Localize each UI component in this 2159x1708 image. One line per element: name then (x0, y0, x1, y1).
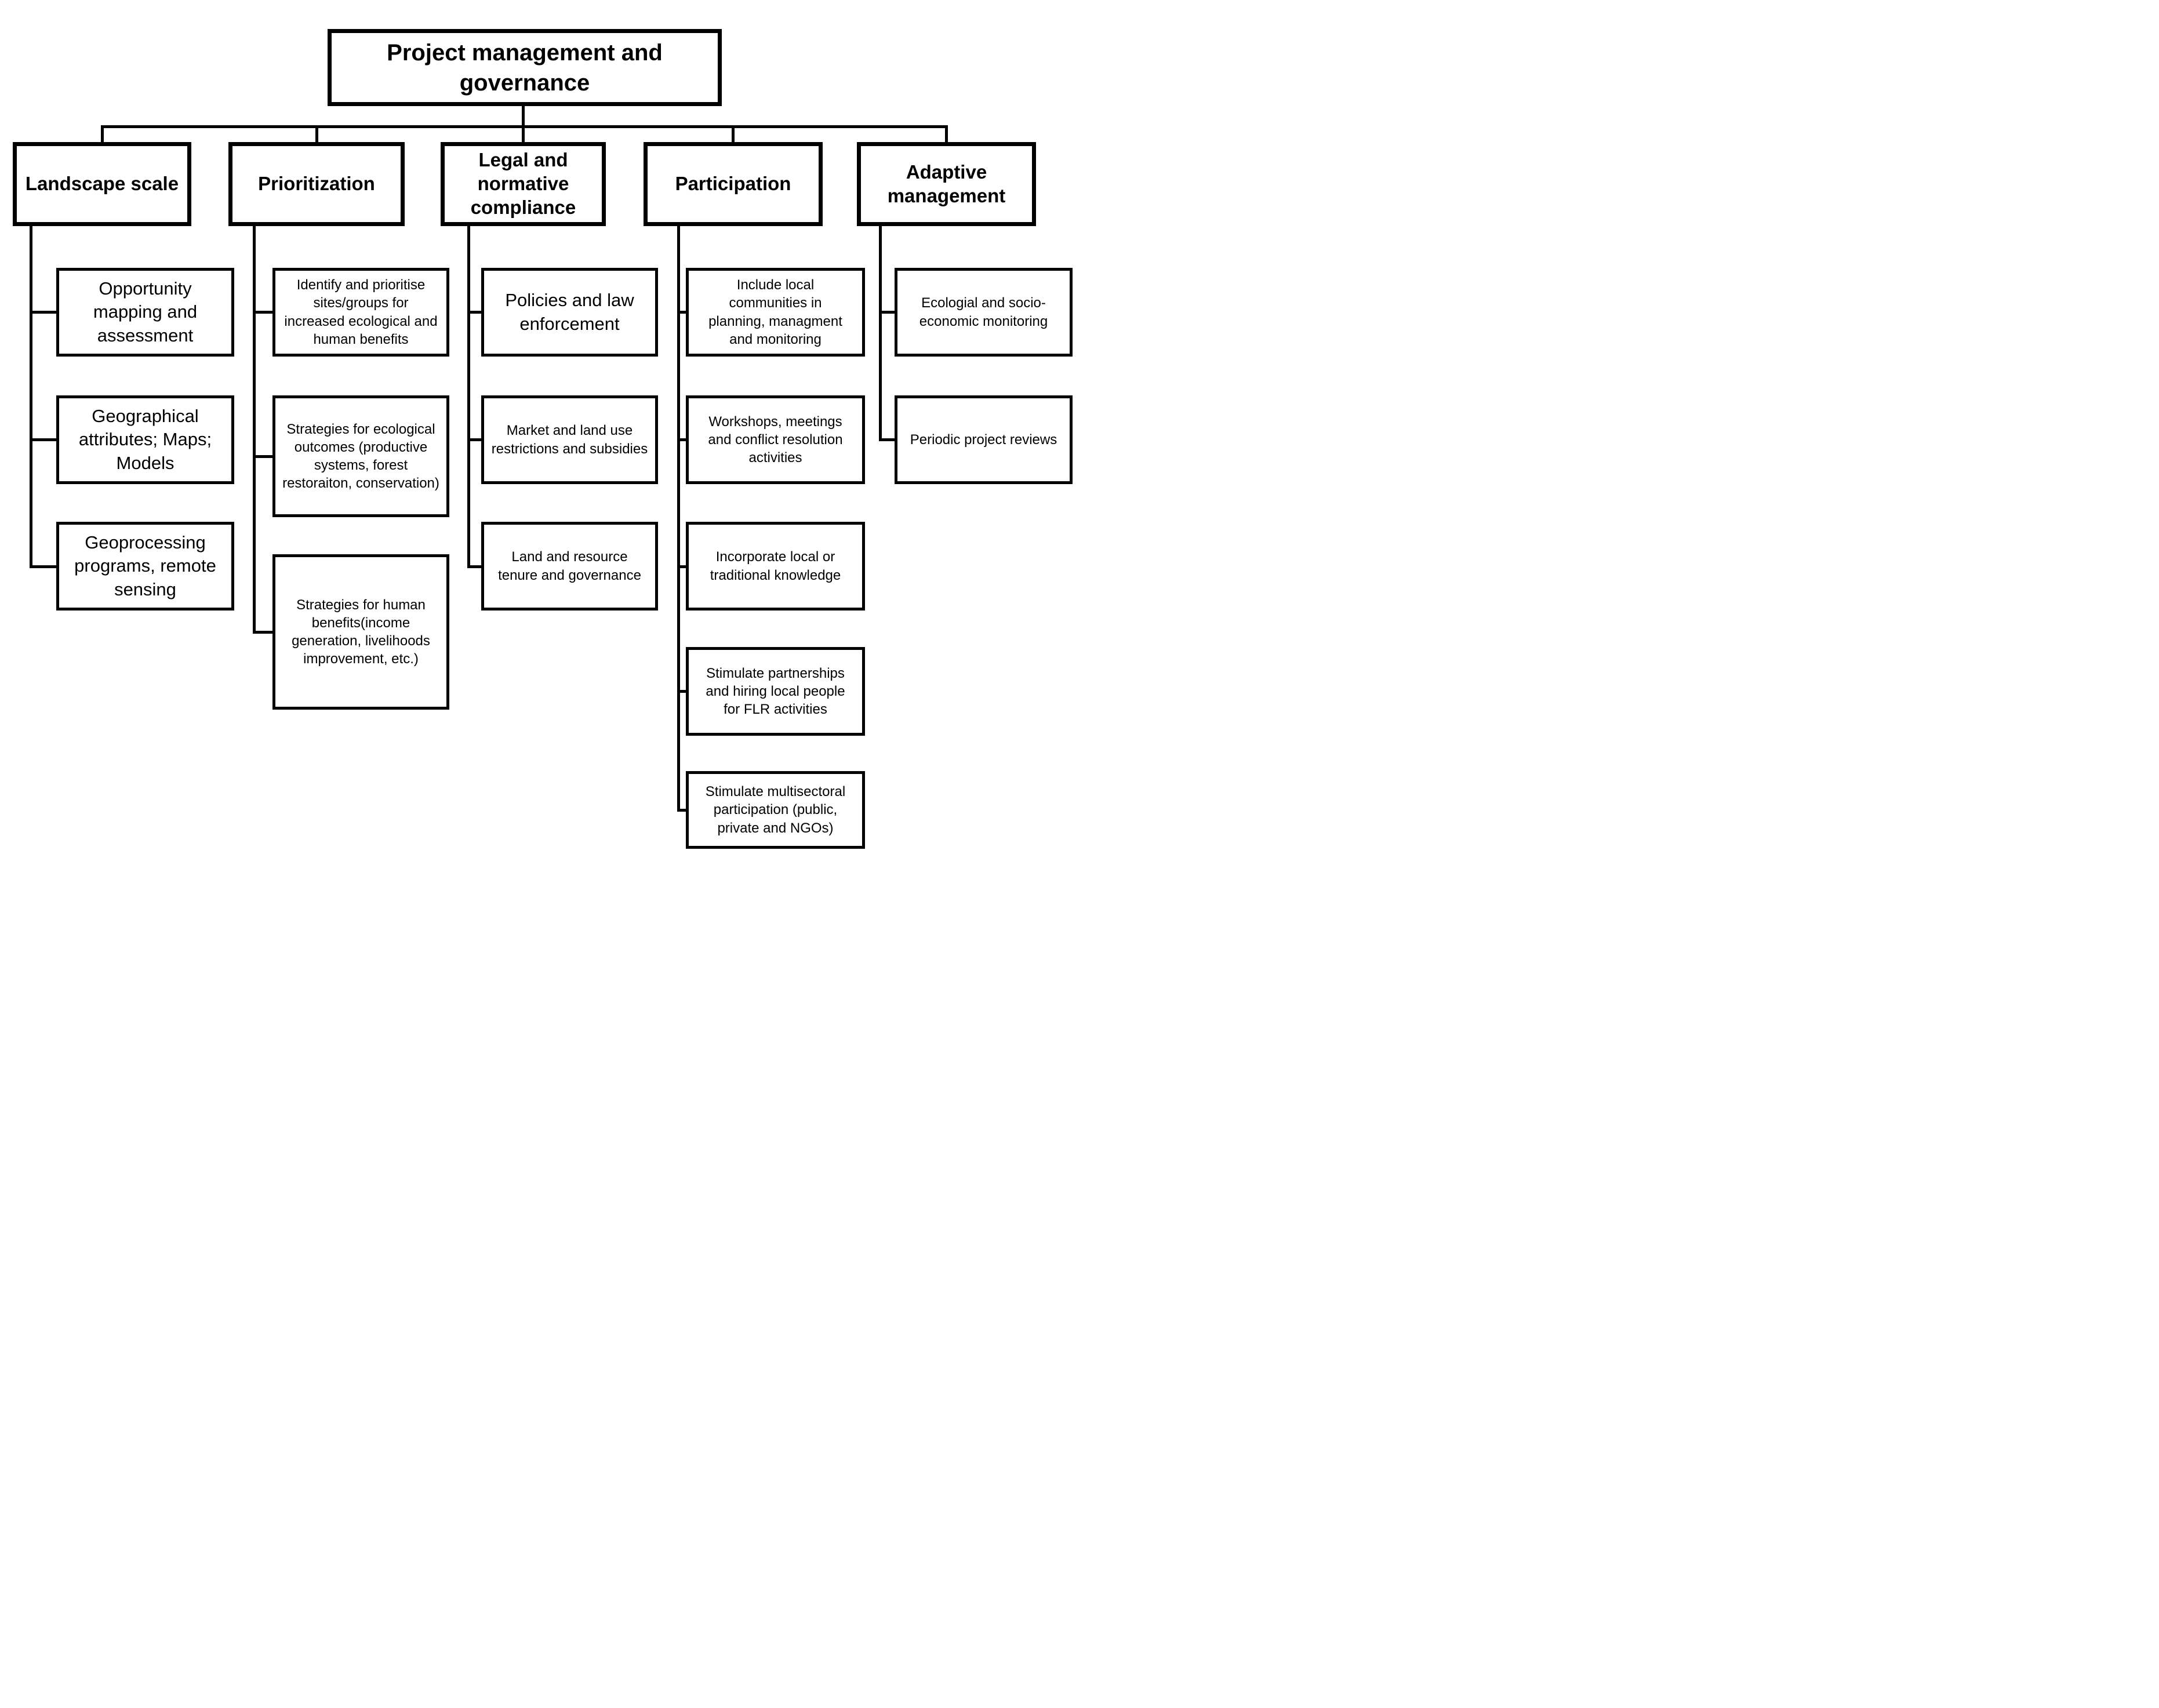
node-incorporate-local-traditional-knowledge: Incorporate local or traditional knowled… (686, 522, 865, 610)
connector-stub (253, 311, 272, 314)
node-opportunity-mapping-assessment: Opportunity mapping and assessment (56, 268, 234, 357)
node-stimulate-partnerships-hiring-local: Stimulate partnerships and hiring local … (686, 647, 865, 736)
connector-stub (253, 455, 272, 458)
node-strategies-human-benefits: Strategies for human benefits(income gen… (272, 554, 449, 710)
node-include-local-communities: Include local communities in planning, m… (686, 268, 865, 357)
branch-header-legal-normative-compliance: Legal and normative compliance (441, 142, 606, 226)
node-strategies-ecological-outcomes: Strategies for ecological outcomes (prod… (272, 395, 449, 517)
connector-stub (30, 438, 56, 441)
branch-header-adaptive-management: Adaptive management (857, 142, 1036, 226)
connector-header-stub (315, 125, 318, 143)
connector-col3-trunk (467, 225, 470, 568)
flowchart: Project management and governance Landsc… (0, 0, 1080, 854)
root-node-title: Project management and governance (328, 29, 722, 106)
connector-stub (879, 438, 895, 441)
connector-stub (677, 311, 686, 314)
connector-stub (677, 809, 686, 812)
node-land-resource-tenure-governance: Land and resource tenure and governance (481, 522, 658, 610)
connector-header-stub (101, 125, 104, 143)
connector-stub (253, 631, 272, 634)
connector-stub (677, 565, 686, 568)
node-ecological-socioeconomic-monitoring: Ecologial and socio-economic monitoring (895, 268, 1073, 357)
connector-col1-trunk (30, 225, 32, 568)
branch-header-landscape-scale: Landscape scale (13, 142, 191, 226)
node-geoprocessing-programs-remote-sensing: Geoprocessing programs, remote sensing (56, 522, 234, 610)
node-stimulate-multisectoral-participation: Stimulate multisectoral participation (p… (686, 771, 865, 849)
connector-title-trunk (522, 105, 525, 128)
connector-col2-trunk (253, 225, 256, 634)
connector-header-stub (945, 125, 948, 143)
connector-stub (467, 438, 481, 441)
node-identify-prioritise-sites: Identify and prioritise sites/groups for… (272, 268, 449, 357)
connector-stub (879, 311, 895, 314)
branch-header-prioritization: Prioritization (228, 142, 405, 226)
connector-col4-trunk (677, 225, 680, 812)
connector-stub (677, 690, 686, 693)
connector-stub (467, 311, 481, 314)
node-market-land-use-restrictions: Market and land use restrictions and sub… (481, 395, 658, 484)
connector-header-stub (732, 125, 735, 143)
connector-header-stub (522, 125, 525, 143)
connector-stub (30, 565, 56, 568)
connector-stub (30, 311, 56, 314)
connector-col5-trunk (879, 225, 882, 441)
branch-header-participation: Participation (644, 142, 823, 226)
node-periodic-project-reviews: Periodic project reviews (895, 395, 1073, 484)
node-workshops-meetings-conflict-resolution: Workshops, meetings and conflict resolut… (686, 395, 865, 484)
connector-stub (467, 565, 481, 568)
node-geographical-attributes-maps-models: Geographical attributes; Maps; Models (56, 395, 234, 484)
node-policies-law-enforcement: Policies and law enforcement (481, 268, 658, 357)
connector-stub (677, 438, 686, 441)
